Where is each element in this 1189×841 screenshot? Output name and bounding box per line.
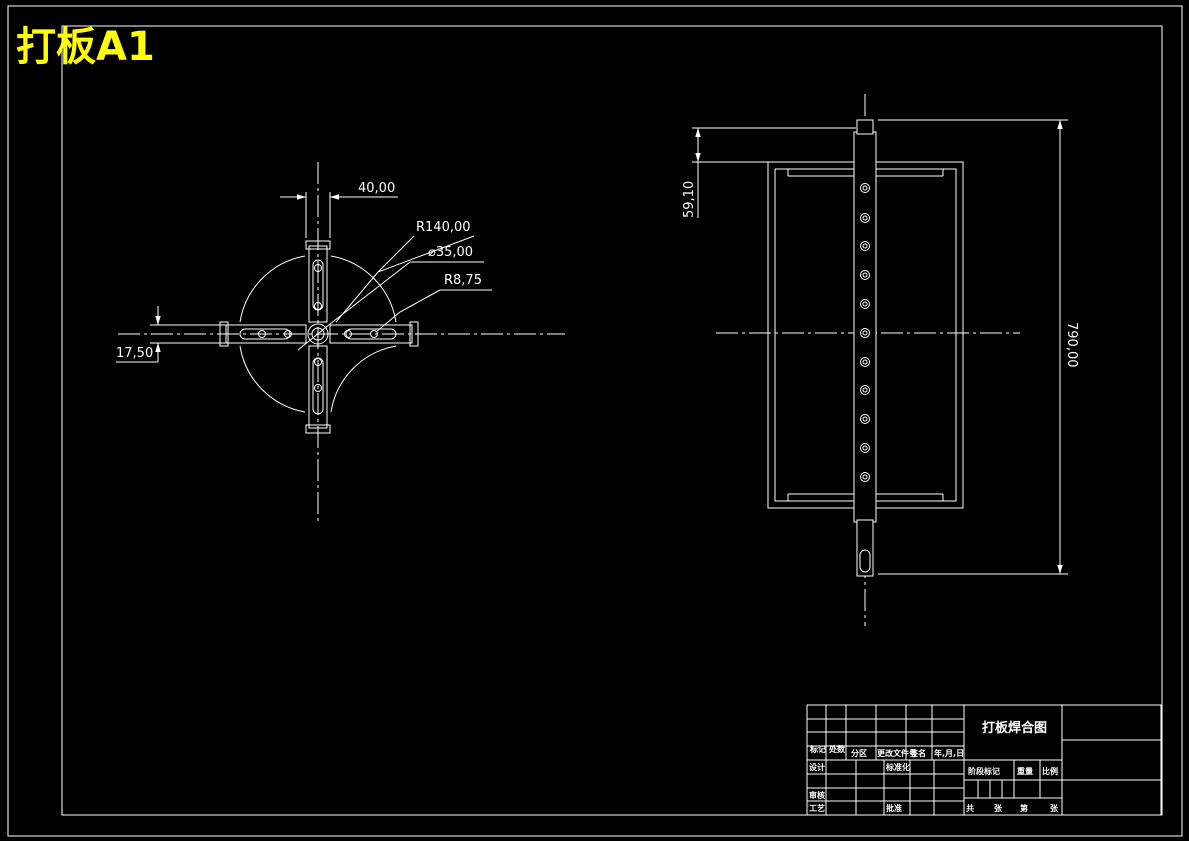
dim-arm-width-label: 17,50	[116, 346, 153, 361]
arm-right	[329, 324, 413, 344]
dim-length-label: 790,00	[1064, 322, 1079, 368]
side-view	[692, 94, 1068, 626]
dim-radius-outer-label: R140,00	[416, 220, 471, 235]
tb-stage-mark: 阶段标记	[968, 766, 1000, 776]
outer-circle	[239, 255, 306, 323]
tb-sheet-unit2: 张	[1050, 804, 1059, 813]
tb-sheets-unit: 张	[994, 804, 1003, 813]
title-block	[806, 704, 1162, 816]
tb-standard: 标准化	[885, 762, 910, 772]
tb-sign: 签名	[909, 748, 926, 758]
tb-review: 审核	[809, 790, 825, 800]
dim-shaft-end-label: 59,10	[682, 181, 697, 218]
shaft-holes	[860, 183, 870, 482]
tb-sheets-total: 共	[966, 803, 974, 813]
tb-date: 年,月,日	[934, 748, 964, 758]
sheet-label: 打板A1	[16, 24, 155, 70]
tb-process: 工艺	[809, 803, 825, 813]
arm-left	[225, 324, 307, 344]
tb-design: 设计	[809, 762, 825, 772]
inner-border	[61, 25, 1163, 816]
hub-circle	[307, 323, 329, 345]
tb-count: 处数	[828, 744, 846, 754]
outer-border	[7, 5, 1183, 837]
tb-mark: 标记	[809, 744, 826, 754]
dim-diameter-label: ⌀35,00	[428, 245, 473, 260]
tb-scale: 比例	[1042, 766, 1058, 776]
tb-weight: 重量	[1017, 766, 1033, 776]
dim-width-label: 40,00	[358, 181, 395, 196]
tb-doc-no: 更改文件号	[877, 748, 917, 758]
drawing-title: 打板焊合图	[982, 720, 1047, 736]
arm-top	[308, 245, 328, 323]
tb-approve: 批准	[886, 803, 902, 813]
front-view	[116, 162, 565, 522]
tb-sheet-no: 第	[1020, 803, 1028, 813]
tb-zone: 分区	[851, 748, 867, 758]
arm-bottom	[308, 345, 328, 429]
dim-radius-small-label: R8,75	[444, 273, 482, 288]
